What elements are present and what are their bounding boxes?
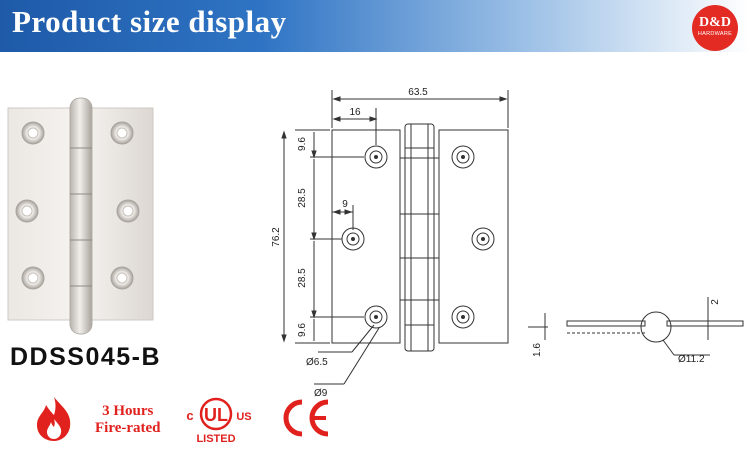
brand-logo: D&D HARDWARE [692, 5, 738, 51]
ce-mark [283, 399, 329, 437]
fire-rating-line1: 3 Hours [102, 403, 154, 419]
logo-sub-text: HARDWARE [697, 31, 733, 37]
dim-overall-width: 63.5 [408, 87, 428, 98]
header-banner: Product size display D&D HARDWARE [0, 0, 750, 52]
dim-hole-offset: 9 [342, 199, 348, 210]
fire-rating-label: 3 Hours Fire-rated [95, 403, 161, 437]
logo-main-text: D&D [699, 15, 731, 30]
dim-edge-top: 9.6 [297, 137, 308, 151]
ul-us-label: US [236, 411, 251, 423]
dim-hole-diameter: Ø6.5 [306, 357, 328, 368]
dim-pitch-upper: 28.5 [297, 188, 308, 208]
dim-knuckle-diameter: Ø11.2 [678, 354, 705, 365]
ul-listed-label: LISTED [196, 433, 235, 444]
dim-overall-height: 76.2 [271, 227, 282, 247]
dim-countersink-diameter: Ø9 [314, 388, 328, 399]
dim-plate-thickness: 2 [710, 299, 721, 305]
product-model-label: DDSS045-B [10, 343, 162, 371]
dim-gap: 1.6 [532, 343, 543, 357]
dim-edge-bottom: 9.6 [297, 323, 308, 337]
fire-rating-line2: Fire-rated [95, 420, 161, 436]
dim-pitch-lower: 28.5 [297, 268, 308, 288]
left-leaf-outline [331, 129, 401, 344]
flame-icon [37, 397, 71, 441]
right-leaf-outline [438, 129, 509, 344]
product-hinge-photo [7, 97, 154, 335]
dim-leaf-offset: 16 [349, 107, 361, 118]
page-title: Product size display [12, 4, 287, 39]
ul-listed-mark: UL c US LISTED [186, 397, 252, 444]
svg-text:UL: UL [204, 405, 228, 425]
ul-c-label: c [186, 408, 193, 423]
